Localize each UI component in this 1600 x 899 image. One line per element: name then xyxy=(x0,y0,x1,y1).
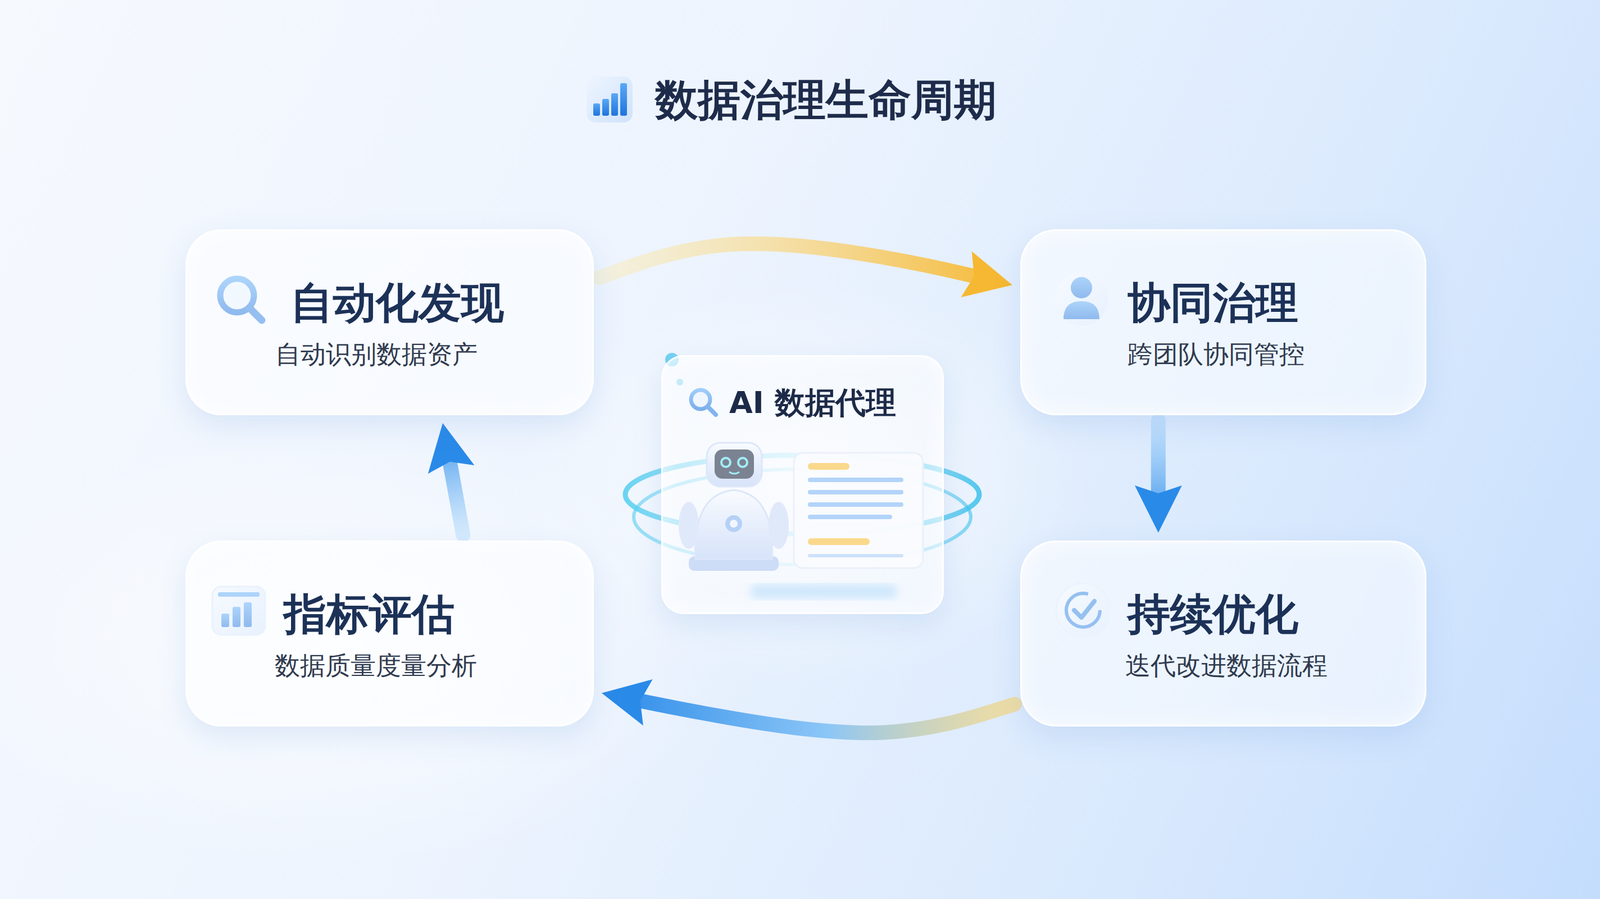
title-chart-icon-part xyxy=(611,93,618,116)
title-chart-icon xyxy=(586,76,633,123)
stage-description: 迭代改进数据流程 xyxy=(1125,650,1328,681)
soft-glow-part xyxy=(511,280,1096,686)
text-row: 迭代改进数据流程 xyxy=(1021,650,1425,681)
text-row: 自动识别数据资产 xyxy=(187,339,593,370)
text-row: 自动化发现 xyxy=(187,276,593,329)
cycle-arrow xyxy=(448,455,463,535)
cycle-arrow xyxy=(1151,420,1166,500)
stage-card: 协同治理跨团队协同管控 xyxy=(1020,229,1427,416)
text-row: AI 数据代理 xyxy=(662,384,943,422)
stage-card: 指标评估数据质量度量分析 xyxy=(185,540,594,727)
stage-card: 自动化发现自动识别数据资产 xyxy=(185,229,594,416)
title-wrap: 数据治理生命周期 xyxy=(655,74,997,126)
agent-card: AI 数据代理 xyxy=(661,355,944,615)
title-chart-icon-part xyxy=(593,103,600,116)
text-row: 数据质量度量分析 xyxy=(187,650,593,681)
text-row: 指标评估 xyxy=(187,588,593,640)
title-chart-icon-part xyxy=(586,76,633,123)
stage-card: 持续优化迭代改进数据流程 xyxy=(1020,540,1427,727)
cycle-arrow xyxy=(599,243,981,278)
stage-heading: AI 数据代理 xyxy=(729,384,897,422)
text-row: 协同治理 xyxy=(1021,276,1425,329)
stage-heading: 自动化发现 xyxy=(290,276,504,329)
stage-heading: 持续优化 xyxy=(1127,588,1299,640)
stage-description: 自动识别数据资产 xyxy=(275,339,478,370)
stage-heading: 指标评估 xyxy=(283,588,455,640)
cycle-arrow xyxy=(633,699,1015,733)
title-chart-icon-part xyxy=(620,83,627,116)
title-chart-icon-part xyxy=(602,98,609,116)
stage-heading: 协同治理 xyxy=(1127,276,1299,329)
stage-description: 数据质量度量分析 xyxy=(274,650,477,681)
stage-description: 跨团队协同管控 xyxy=(1127,339,1305,370)
text-row: 跨团队协同管控 xyxy=(1021,339,1425,370)
text-row: 持续优化 xyxy=(1021,588,1425,640)
diagram-title: 数据治理生命周期 xyxy=(655,74,997,126)
